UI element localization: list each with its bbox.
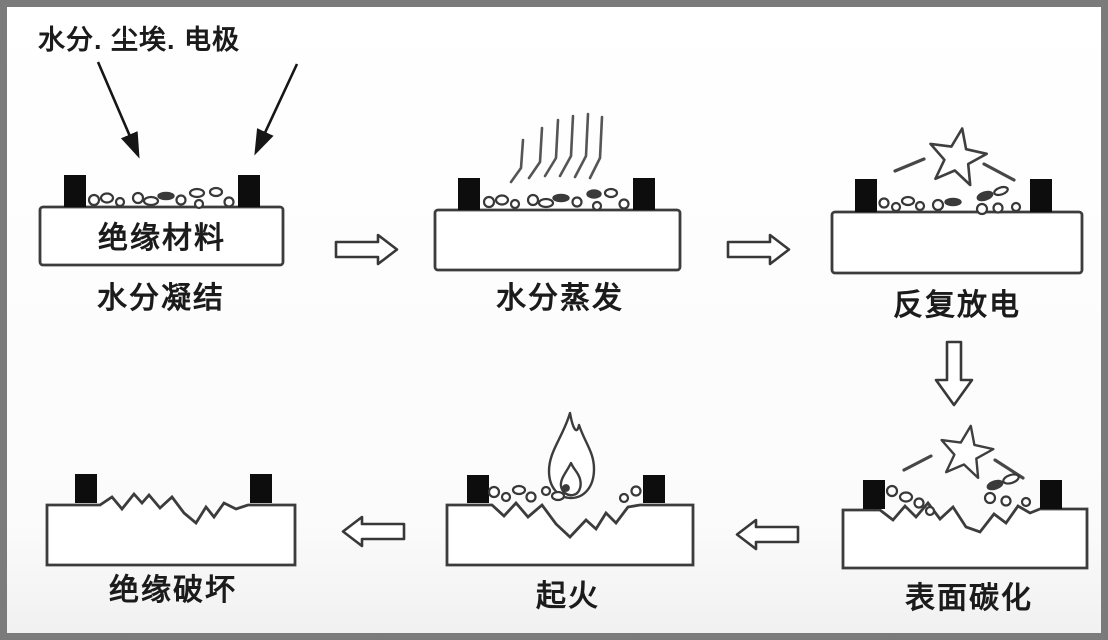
stage-insulation-breakdown: 绝缘破坏 (45, 474, 297, 607)
flame-icon (547, 411, 596, 500)
insulation-board (433, 208, 682, 272)
electrode-left (863, 480, 885, 509)
stage-caption: 水分蒸发 (496, 282, 624, 315)
insulation-board (830, 210, 1084, 275)
stage-caption: 表面碳化 (905, 582, 1033, 615)
insulation-board-carbonized (445, 500, 695, 567)
arrow-right-icon (726, 233, 791, 266)
electrode-right (1030, 179, 1052, 212)
water-droplets (487, 484, 642, 504)
stage-caption: 起火 (536, 580, 600, 613)
vapor-lines-icon (509, 112, 604, 184)
water-droplets (482, 187, 630, 212)
electrode-left (75, 474, 97, 503)
stage-caption: 反复放电 (893, 289, 1021, 322)
stage-moisture-condensation: 水分. 尘埃. 电极 绝缘材料 水分凝结 (38, 25, 299, 315)
arrow-left-icon (735, 518, 800, 551)
arrow-right-icon (334, 233, 399, 266)
annotation-arrow-left (96, 61, 140, 159)
electrode-left (855, 179, 877, 212)
stage-caption: 水分凝结 (97, 282, 225, 315)
insulation-board (38, 205, 285, 267)
flame-base-dot (562, 484, 570, 492)
electrode-right (633, 178, 655, 210)
arrow-down-icon (934, 340, 974, 407)
stage-repeated-discharge: 反复放电 (830, 127, 1084, 322)
electrode-left (467, 475, 489, 503)
water-droplets (885, 473, 1032, 517)
stage-surface-carbonization: 表面碳化 (841, 424, 1089, 615)
stage-moisture-evaporation: 水分蒸发 (433, 112, 682, 315)
water-droplets (87, 186, 235, 210)
electrode-right (1040, 480, 1062, 509)
arrow-left-icon (341, 515, 406, 548)
electrode-right (643, 475, 665, 503)
stage-caption: 绝缘破坏 (109, 573, 237, 607)
electrode-right (238, 175, 260, 207)
annotation-arrow-right (254, 63, 299, 156)
electrode-left (458, 178, 480, 210)
insulation-board-damaged (45, 491, 297, 567)
electrode-left (64, 175, 86, 207)
annotation-label: 水分. 尘埃. 电极 (38, 25, 240, 55)
electrode-right (250, 474, 272, 503)
stage-ignition: 起火 (445, 411, 695, 613)
spark-star-icon (893, 127, 1016, 187)
board-label: 绝缘材料 (98, 221, 226, 255)
water-droplets (878, 185, 1022, 216)
